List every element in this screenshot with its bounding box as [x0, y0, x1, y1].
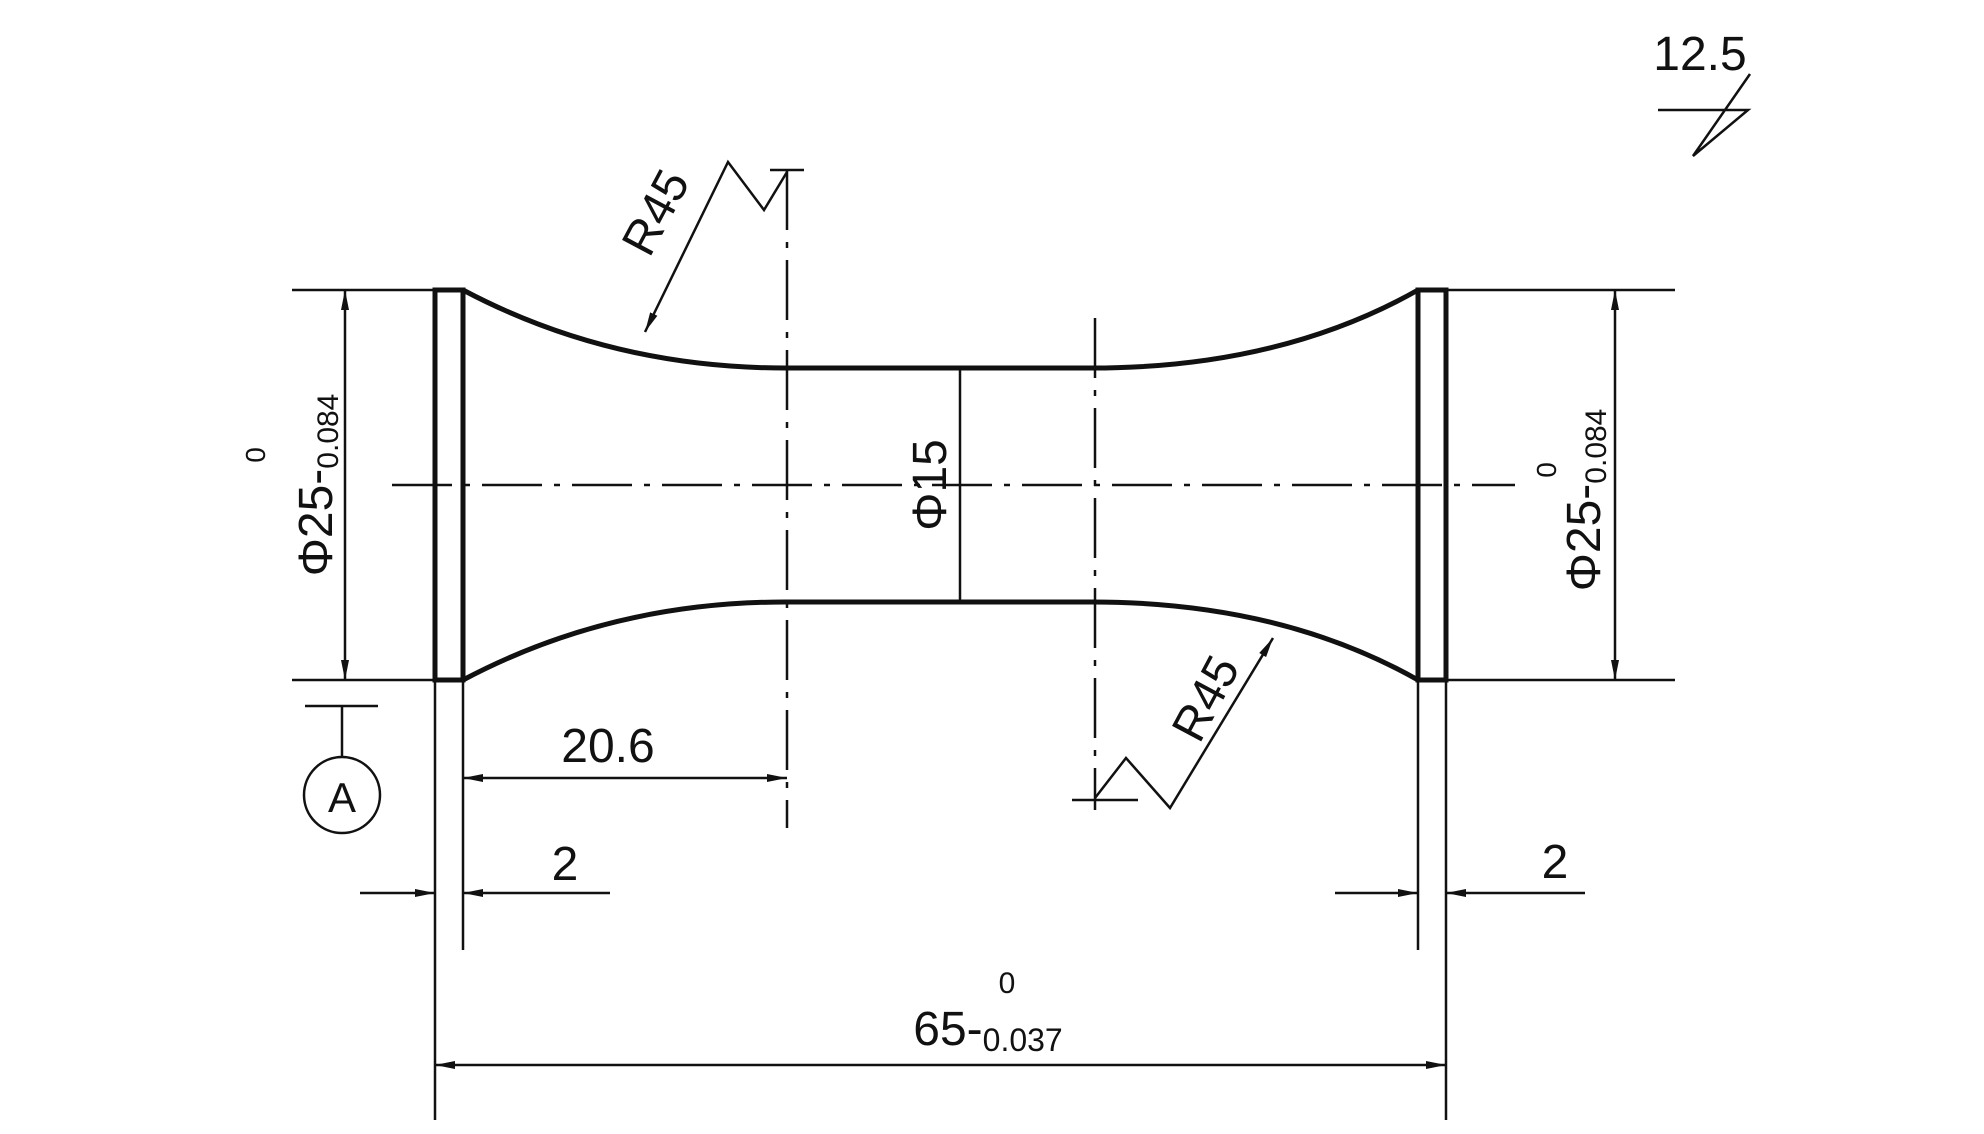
overall-length-main: 65- — [913, 1003, 982, 1056]
waist-diameter-dimension: Φ15 — [904, 368, 962, 602]
left-flange-label: 2 — [552, 838, 579, 891]
right-diameter-lower-tolerance: 0.084 — [1580, 409, 1613, 484]
right-diameter-upper-tolerance: 0 — [1531, 462, 1562, 478]
overall-length-lower-tolerance: 0.037 — [983, 1022, 1063, 1058]
left-diameter-main: Φ25- — [290, 469, 343, 577]
overall-length-dimension: 65-0.037 0 — [435, 967, 1446, 1069]
left-diameter-lower-tolerance: 0.084 — [312, 394, 345, 469]
extension-lines — [292, 168, 1675, 1120]
radius-label-upper: R45 — [612, 161, 700, 264]
right-diameter-dimension: Φ25-0.084 0 — [1531, 290, 1619, 680]
part-profile — [461, 287, 1420, 683]
right-flange-dimension: 2 — [1335, 836, 1585, 897]
roughness-value: 12.5 — [1653, 28, 1746, 81]
svg-text:65-0.037: 65-0.037 — [913, 1003, 1062, 1058]
waist-offset-dimension: 20.6 — [463, 720, 787, 782]
datum-letter: A — [328, 774, 356, 821]
waist-diameter-label: Φ15 — [904, 439, 957, 531]
upper-left-arc — [461, 287, 786, 371]
left-diameter-upper-tolerance: 0 — [240, 447, 271, 463]
overall-length-upper-tolerance: 0 — [999, 967, 1016, 1000]
datum-a-symbol: A — [302, 704, 382, 835]
surface-roughness-symbol: 12.5 — [1653, 28, 1752, 157]
upper-right-arc — [1091, 287, 1420, 371]
svg-text:Φ25-0.084: Φ25-0.084 — [290, 394, 345, 577]
waist-offset-label: 20.6 — [561, 720, 654, 773]
left-flange-dimension: 2 — [360, 838, 610, 897]
left-diameter-dimension: Φ25-0.084 0 — [240, 290, 349, 680]
lower-right-arc — [1091, 599, 1420, 683]
radius-leader-upper: R45 — [612, 159, 789, 333]
right-flange-label: 2 — [1542, 836, 1569, 889]
svg-text:Φ25-0.084: Φ25-0.084 — [1558, 409, 1613, 592]
right-diameter-main: Φ25- — [1558, 484, 1611, 592]
lower-left-arc — [461, 599, 786, 683]
radius-leader-lower: R45 — [1094, 637, 1275, 811]
